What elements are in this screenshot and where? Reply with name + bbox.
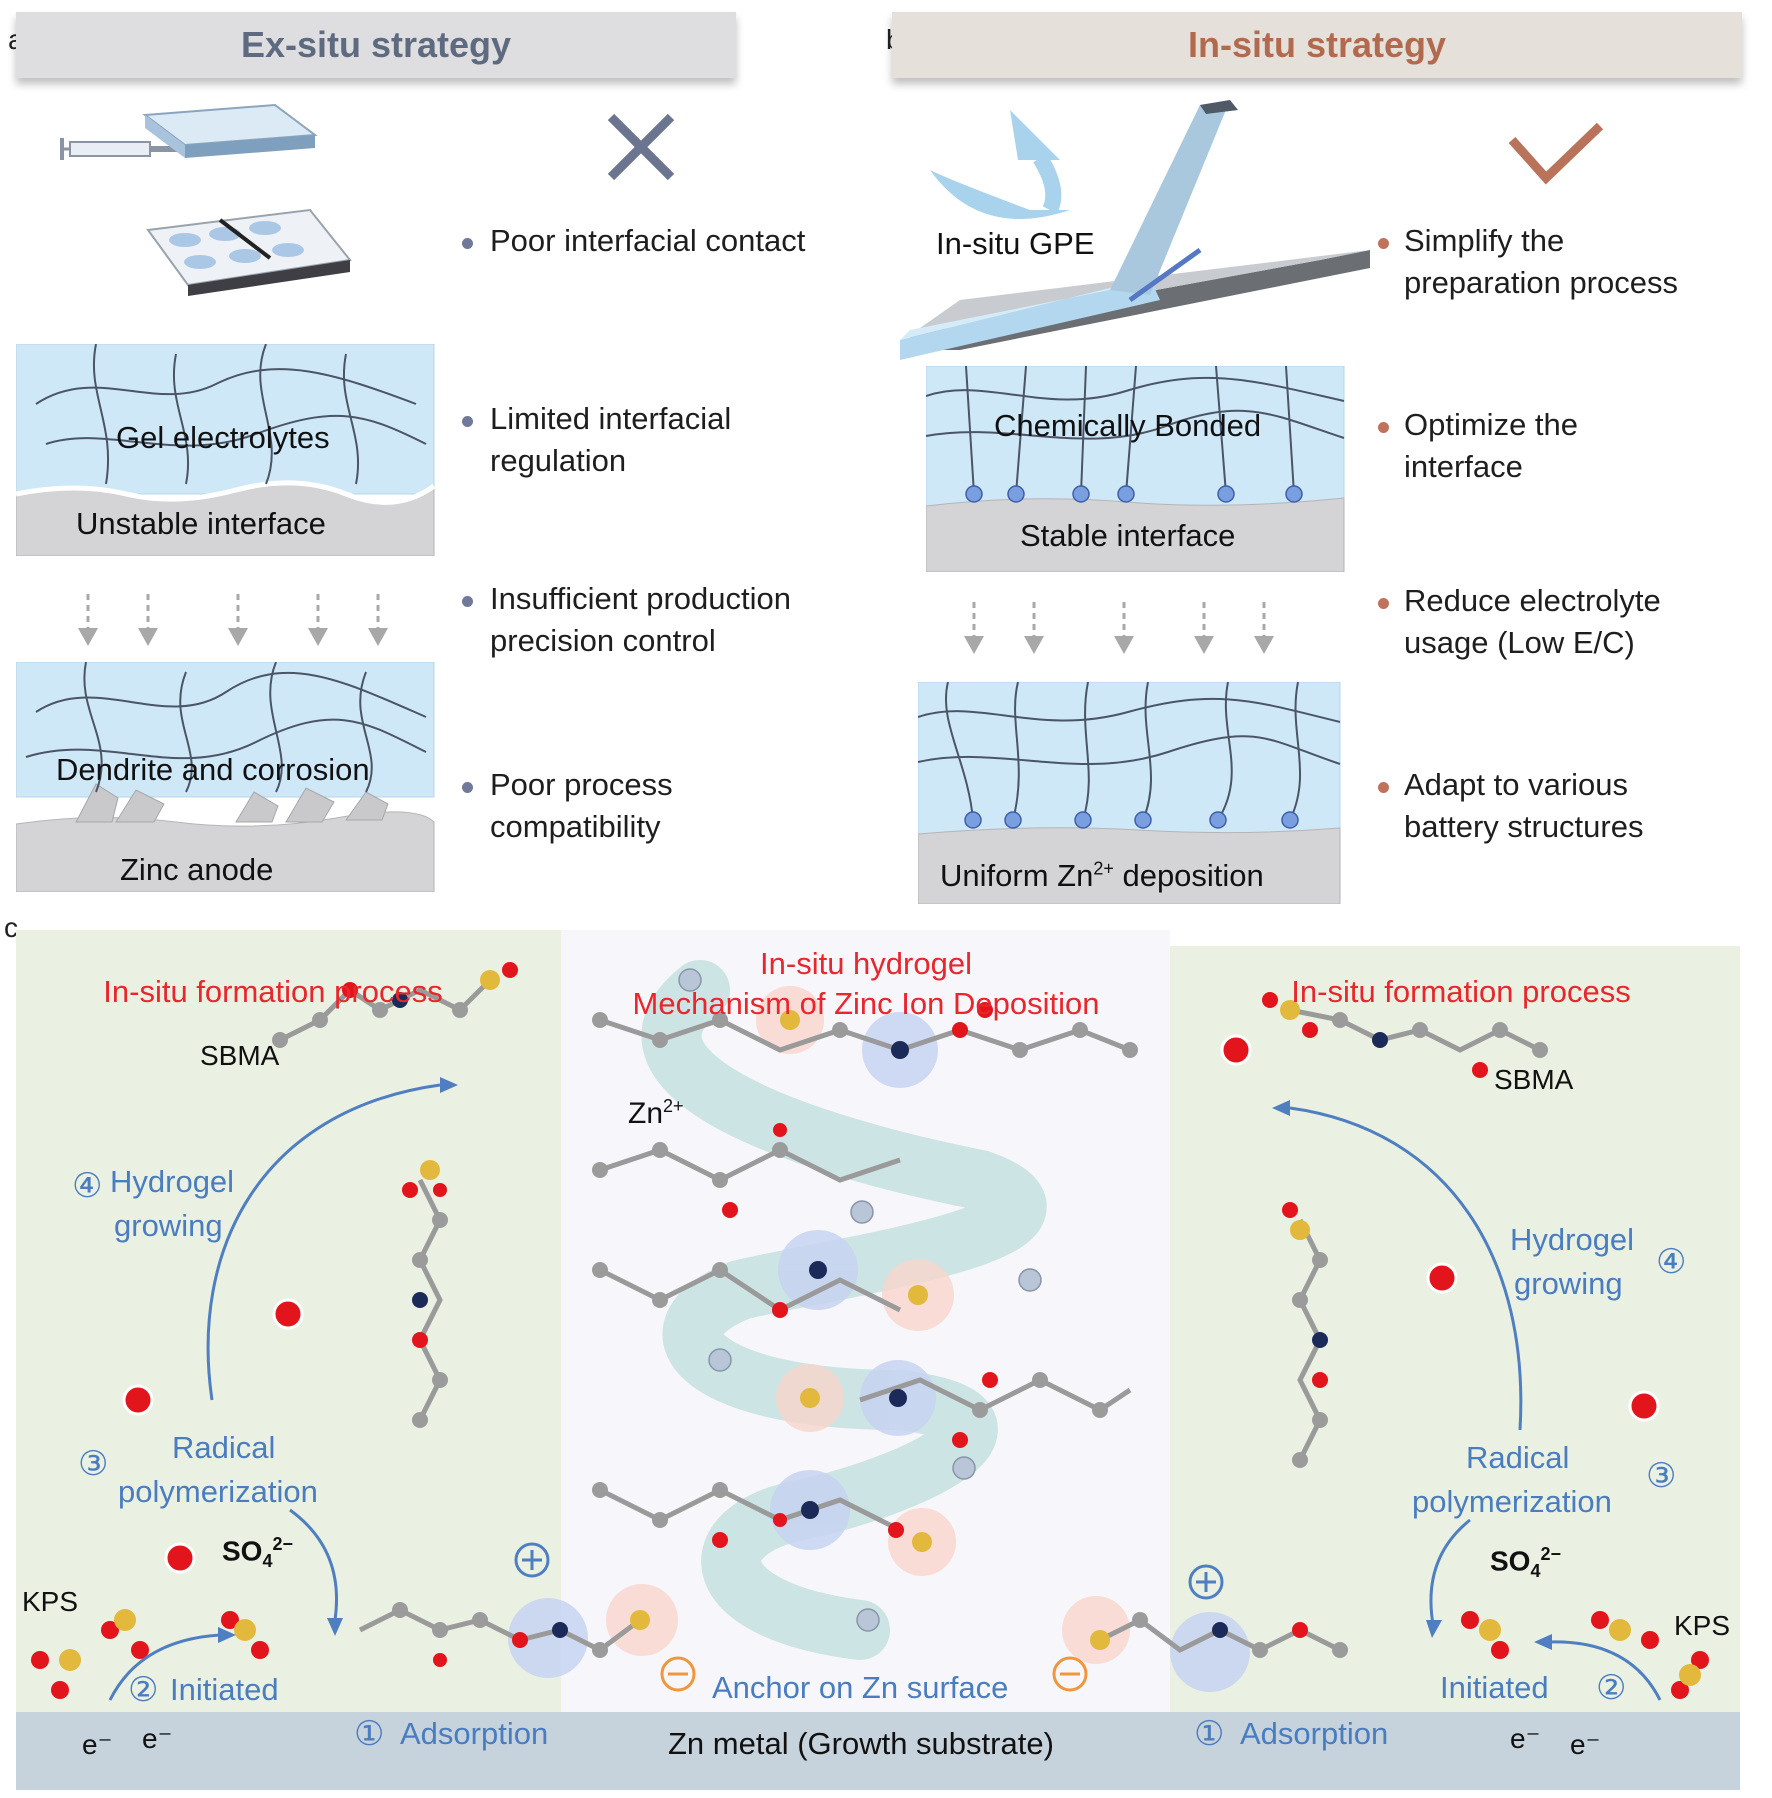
panel-c-label: c [4,912,18,943]
atoms [592,1002,1138,1552]
in-bullet-2: Optimize the interface [1404,407,1579,484]
deposition-arrows [78,594,388,646]
step4-label-left-2: growing [114,1208,223,1243]
step2-label-left: Initiated [170,1672,279,1707]
electron-label: e⁻ [1570,1729,1601,1760]
kps-label-right: KPS [1674,1610,1731,1641]
unstable-interface-label: Unstable interface [76,506,326,541]
sulfate-label-left: SO42− [222,1534,294,1571]
step4-label-left-1: Hydrogel [110,1164,235,1199]
in-bullet-4: Adapt to various battery structures [1404,767,1644,844]
bullet-dot [1378,238,1389,249]
chemically-bonded-label: Chemically Bonded [994,408,1262,443]
gel-electrolytes-label: Gel electrolytes [116,420,330,455]
step4-number-right: ④ [1656,1243,1687,1281]
uniform-network [918,682,1341,904]
glass-plates-icon [142,103,318,158]
deposition-arrows [964,602,1274,654]
uniform-deposition-box: Uniform Zn2+ deposition [918,682,1342,904]
dendrite-corrosion-label: Dendrite and corrosion [56,752,370,787]
dendrite-box: Dendrite and corrosion Zinc anode [16,662,436,892]
step4-label-right-1: Hydrogel [1510,1222,1635,1257]
step2-number-right: ② [1596,1669,1627,1707]
step3-label-right-2: polymerization [1412,1484,1612,1519]
ex-bullet-1: Poor interfacial contact [490,223,806,258]
casting-illustration [60,103,352,296]
negative-charge-icon [660,1656,1088,1692]
right-molecules [1090,992,1709,1699]
gel-network [16,344,436,556]
chemically-bonded-box: Chemically Bonded Stable interface [926,366,1346,572]
anchor-label: Anchor on Zn surface [712,1670,1009,1705]
in-bullet-3: Reduce electrolyte usage (Low E/C) [1404,583,1661,660]
sulfate-label-right: SO42− [1490,1544,1562,1581]
bullet-dot [1378,598,1389,609]
right-background [1170,946,1740,1720]
mechanism-diagram [16,930,1740,1790]
step2-label-right: Initiated [1440,1670,1549,1705]
step3-number-right: ③ [1646,1457,1677,1495]
in-situ-banner: In-situ strategy [892,12,1742,78]
substrate-label: Zn metal (Growth substrate) [668,1726,1054,1761]
cross-icon [607,113,675,181]
ex-bullet-3: Insufficient production precision contro… [490,581,792,658]
in-situ-gpe-label: In-situ GPE [936,226,1095,261]
right-growth-arrow [1272,1100,1662,1701]
peel-illustration [900,100,1370,360]
electron-label: e⁻ [82,1729,113,1760]
step1-number-left: ① [354,1715,385,1753]
electron-label: e⁻ [142,1723,173,1754]
right-title: In-situ formation process [1291,974,1631,1009]
sbma-label-left: SBMA [200,1040,280,1071]
zn-ions [678,968,1042,1632]
ex-bullet-4: Poor process compatibility [490,767,673,844]
water-molecule [1220,1034,1660,1422]
uniform-deposition-label: Uniform Zn2+ deposition [940,858,1264,893]
bullet-dot [462,238,473,249]
step3-label-left-2: polymerization [118,1474,318,1509]
bullet-dot [462,782,473,793]
bullet-dot [462,416,473,427]
center-title-1: In-situ hydrogel [760,946,972,981]
curved-arrow-icon [930,110,1070,219]
zinc-anode-label: Zinc anode [120,852,274,887]
step4-number-left: ④ [72,1167,103,1205]
kps-label-left: KPS [22,1586,79,1617]
punch-plate-icon [146,208,352,296]
zn-ion-label: Zn2+ [628,1096,684,1130]
center-title-2: Mechanism of Zinc Ion Deposition [632,986,1100,1021]
left-molecules [31,962,650,1699]
electron-label: e⁻ [1510,1723,1541,1754]
bullet-dot [1378,422,1389,433]
dendrite-network [16,662,435,892]
step1-label-right: Adsorption [1240,1716,1389,1751]
in-bullet-1: Simplify the preparation process [1404,223,1678,300]
left-growth-arrow [108,1077,458,1701]
bonded-network [926,366,1345,572]
bullet-dot [1378,782,1389,793]
gel-electrolyte-box: Gel electrolytes Unstable interface [16,344,436,556]
check-icon [1508,122,1604,185]
step3-number-left: ③ [78,1445,109,1483]
step3-label-left-1: Radical [172,1430,276,1465]
step2-number-left: ② [128,1671,159,1709]
stable-interface-label: Stable interface [1020,518,1236,553]
positive-charge-icon [514,1542,1224,1600]
ex-situ-banner: Ex-situ strategy [16,12,736,78]
zn-substrate [16,1712,1740,1790]
sbma-label-right: SBMA [1494,1064,1574,1095]
step1-label-left: Adsorption [400,1716,549,1751]
water-molecule [122,1298,304,1574]
bullet-dot [462,596,473,607]
step4-label-right-2: growing [1514,1266,1623,1301]
left-title: In-situ formation process [103,974,443,1009]
step1-number-right: ① [1194,1715,1225,1753]
step3-label-right-1: Radical [1466,1440,1570,1475]
ex-bullet-2: Limited interfacial regulation [490,401,732,478]
syringe-icon [60,138,180,160]
